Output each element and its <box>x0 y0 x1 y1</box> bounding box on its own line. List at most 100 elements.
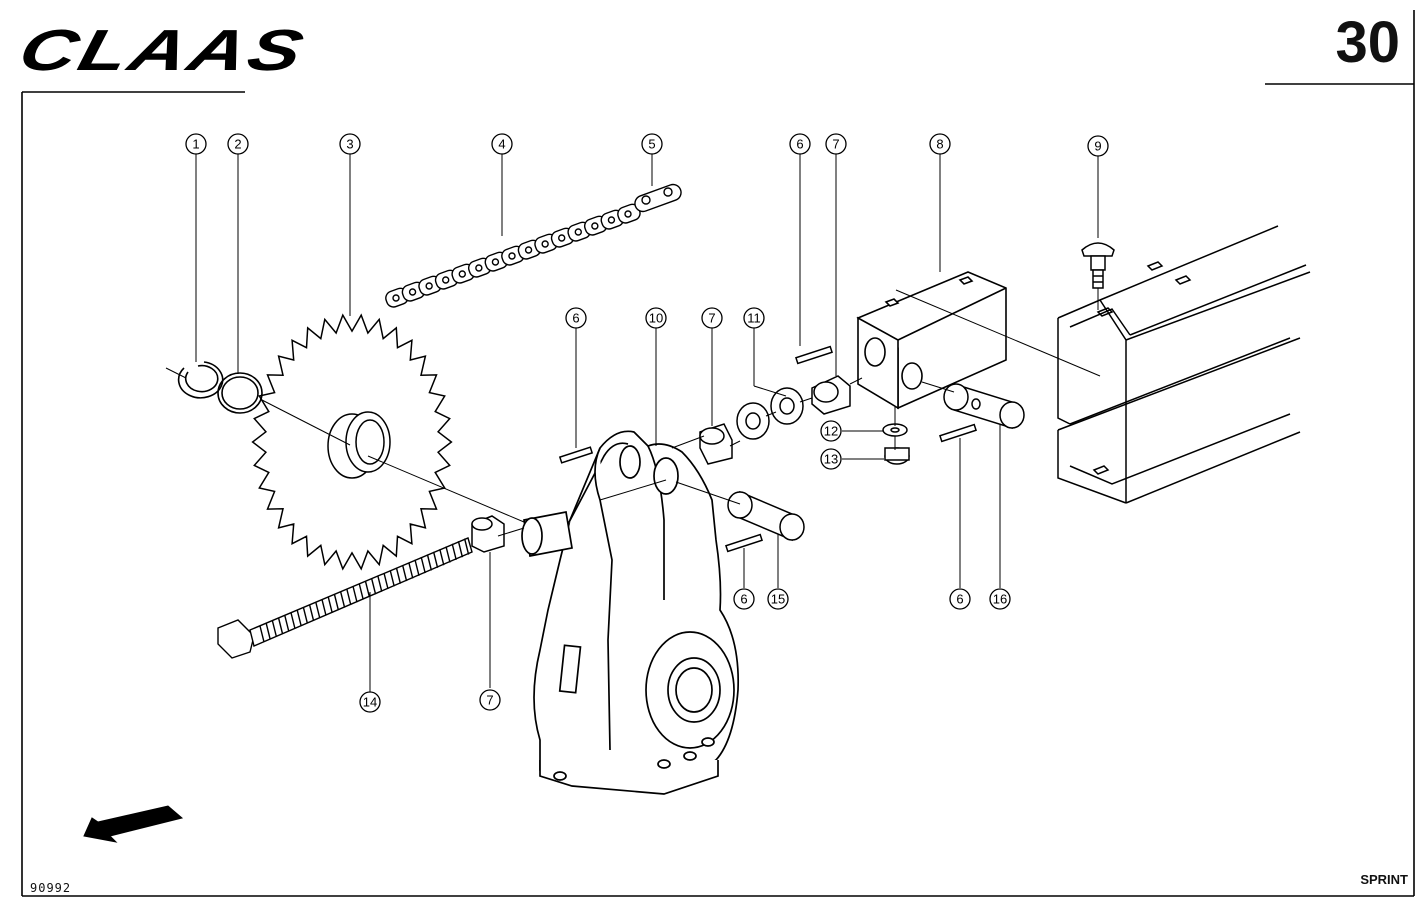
chain-part <box>385 203 641 308</box>
callout-label: 2 <box>234 137 241 152</box>
callout-circle <box>789 133 811 155</box>
callout-label: 7 <box>708 311 715 326</box>
chain-roller <box>624 210 632 218</box>
bolt-thread <box>352 586 358 603</box>
bolt-thread <box>364 580 371 598</box>
callout-circle <box>929 133 951 155</box>
direction-arrow-icon <box>83 805 184 843</box>
chain-roller <box>392 294 400 302</box>
chain-roller <box>591 222 599 230</box>
callout-circle <box>359 691 381 713</box>
rings-parts <box>177 361 263 414</box>
callout-label: 6 <box>796 137 803 152</box>
bolt-thread <box>389 570 395 587</box>
drawing-number: 90992 <box>30 881 72 895</box>
callout-circle <box>820 420 842 442</box>
bolt-thread <box>333 594 340 611</box>
carriage-bolt-part <box>1081 242 1115 289</box>
callout-circle <box>565 307 587 329</box>
callout-circle <box>701 307 723 329</box>
bolt-thread <box>370 578 377 595</box>
callout-circle <box>989 588 1011 610</box>
callout-shaft-pin: 15 <box>767 588 789 610</box>
bolt-thread <box>383 572 389 590</box>
bolt-thread <box>439 548 445 566</box>
callout-washer: 12 <box>820 420 842 442</box>
callout-circle <box>339 133 361 155</box>
callout-label: 7 <box>486 693 493 708</box>
bolt-thread <box>426 554 433 571</box>
callout-gearbox: 10 <box>645 307 667 329</box>
callout-bracket: 8 <box>929 133 951 155</box>
callout-circle <box>491 133 513 155</box>
callout-label: 15 <box>771 592 785 607</box>
gearbox-part <box>521 430 740 795</box>
callout-lock-nut: 13 <box>820 448 842 470</box>
chain-roller <box>524 246 533 254</box>
callout-pin: 6 <box>949 588 971 610</box>
callout-circle <box>949 588 971 610</box>
callout-circle <box>645 307 667 329</box>
callout-bushing: 7 <box>701 307 723 329</box>
callout-label: 14 <box>363 695 377 710</box>
frame-beam <box>1057 225 1311 504</box>
bolt-thread <box>457 541 464 558</box>
callout-circle <box>767 588 789 610</box>
page-number: 30 <box>1335 10 1400 75</box>
callout-label: 8 <box>936 137 943 152</box>
bolt-thread <box>346 588 352 606</box>
callout-label: 5 <box>648 137 655 152</box>
callout-roller-chain: 4 <box>491 133 513 155</box>
chain-roller <box>475 264 483 272</box>
callout-pin: 6 <box>789 133 811 155</box>
callout-circlip: 1 <box>185 133 207 155</box>
bolt-thread <box>451 543 457 561</box>
page-frame <box>21 10 1415 897</box>
chain-roller <box>508 252 516 260</box>
bolt-thread <box>308 604 315 621</box>
callout-circle <box>227 133 249 155</box>
callout-bushing: 7 <box>479 689 501 711</box>
small-parts <box>471 345 1025 553</box>
callout-shaft-pin: 16 <box>989 588 1011 610</box>
callout-circle <box>743 307 765 329</box>
bolt-thread <box>414 559 420 576</box>
chain-roller <box>574 228 582 236</box>
chain-roller <box>541 240 549 248</box>
chain-link-part <box>634 183 682 213</box>
callout-bushing: 7 <box>825 133 847 155</box>
bolt-thread <box>284 615 290 632</box>
callout-label: 1 <box>192 137 199 152</box>
model-name: SPRINT <box>1360 872 1408 887</box>
callout-pin: 6 <box>565 307 587 329</box>
callout-label: 6 <box>740 592 747 607</box>
assembly-lines <box>165 288 1101 537</box>
bracket-part <box>856 271 1007 410</box>
chain-roller <box>607 216 616 224</box>
bolt-thread <box>290 612 296 629</box>
callout-label: 10 <box>649 311 663 326</box>
bolt-thread <box>463 538 470 555</box>
callout-sprocket: 3 <box>339 133 361 155</box>
leader-lines <box>195 154 1099 692</box>
chain-roller <box>458 270 466 278</box>
bolt-thread <box>432 551 439 568</box>
callout-circle <box>185 133 207 155</box>
sprocket-part <box>251 313 453 571</box>
callout-circle <box>733 588 755 610</box>
callout-washer-ring: 2 <box>227 133 249 155</box>
bolt-thread <box>321 599 327 616</box>
bolt-thread <box>401 564 408 582</box>
callout-circle <box>479 689 501 711</box>
callout-label: 6 <box>572 311 579 326</box>
callout-carriage-bolt: 9 <box>1087 135 1109 157</box>
callout-label: 13 <box>824 452 838 467</box>
chain-roller <box>558 234 566 242</box>
bolt-thread <box>315 601 321 619</box>
callout-label: 7 <box>832 137 839 152</box>
callout-label: 6 <box>956 592 963 607</box>
bolt-thread <box>395 567 402 584</box>
callout-pin: 6 <box>733 588 755 610</box>
